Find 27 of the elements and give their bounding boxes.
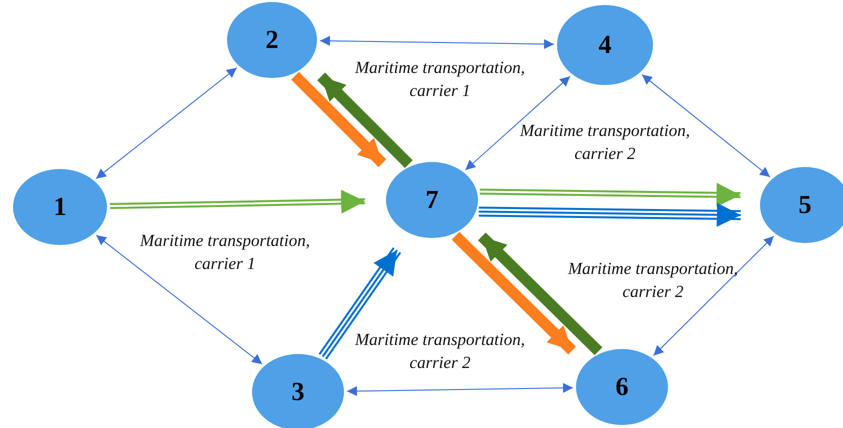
multi-line-arrow bbox=[108, 190, 366, 214]
double-headed-arrow bbox=[464, 76, 571, 171]
route-label: Maritime transportation, carrier 2 bbox=[354, 329, 526, 374]
double-headed-arrow bbox=[641, 74, 770, 178]
node-number: 1 bbox=[54, 192, 66, 222]
double-headed-arrow bbox=[346, 382, 574, 396]
double-headed-arrow bbox=[96, 67, 238, 180]
multi-line-arrow bbox=[478, 202, 742, 227]
thick-arrow bbox=[476, 230, 604, 357]
node-number: 6 bbox=[616, 372, 628, 402]
double-headed-arrow bbox=[320, 36, 554, 50]
node-number: 3 bbox=[292, 377, 304, 407]
node-number: 4 bbox=[598, 30, 612, 60]
multi-line-arrow bbox=[478, 182, 742, 207]
node-number: 2 bbox=[266, 25, 278, 55]
node-number: 5 bbox=[798, 190, 812, 220]
route-label: Maritime transportation, carrier 2 bbox=[566, 258, 739, 303]
node-number: 7 bbox=[426, 185, 438, 215]
double-headed-arrow bbox=[653, 236, 774, 356]
route-label: Maritime transportation, carrier 1 bbox=[354, 57, 526, 102]
route-label: Maritime transportation, carrier 2 bbox=[518, 120, 691, 165]
thick-arrow bbox=[450, 230, 578, 356]
multi-line-arrow bbox=[318, 246, 402, 360]
double-headed-arrow bbox=[96, 234, 263, 365]
route-label: Maritime transportation, carrier 1 bbox=[138, 230, 311, 275]
thick-arrow bbox=[290, 70, 388, 169]
thick-arrow bbox=[316, 70, 414, 170]
